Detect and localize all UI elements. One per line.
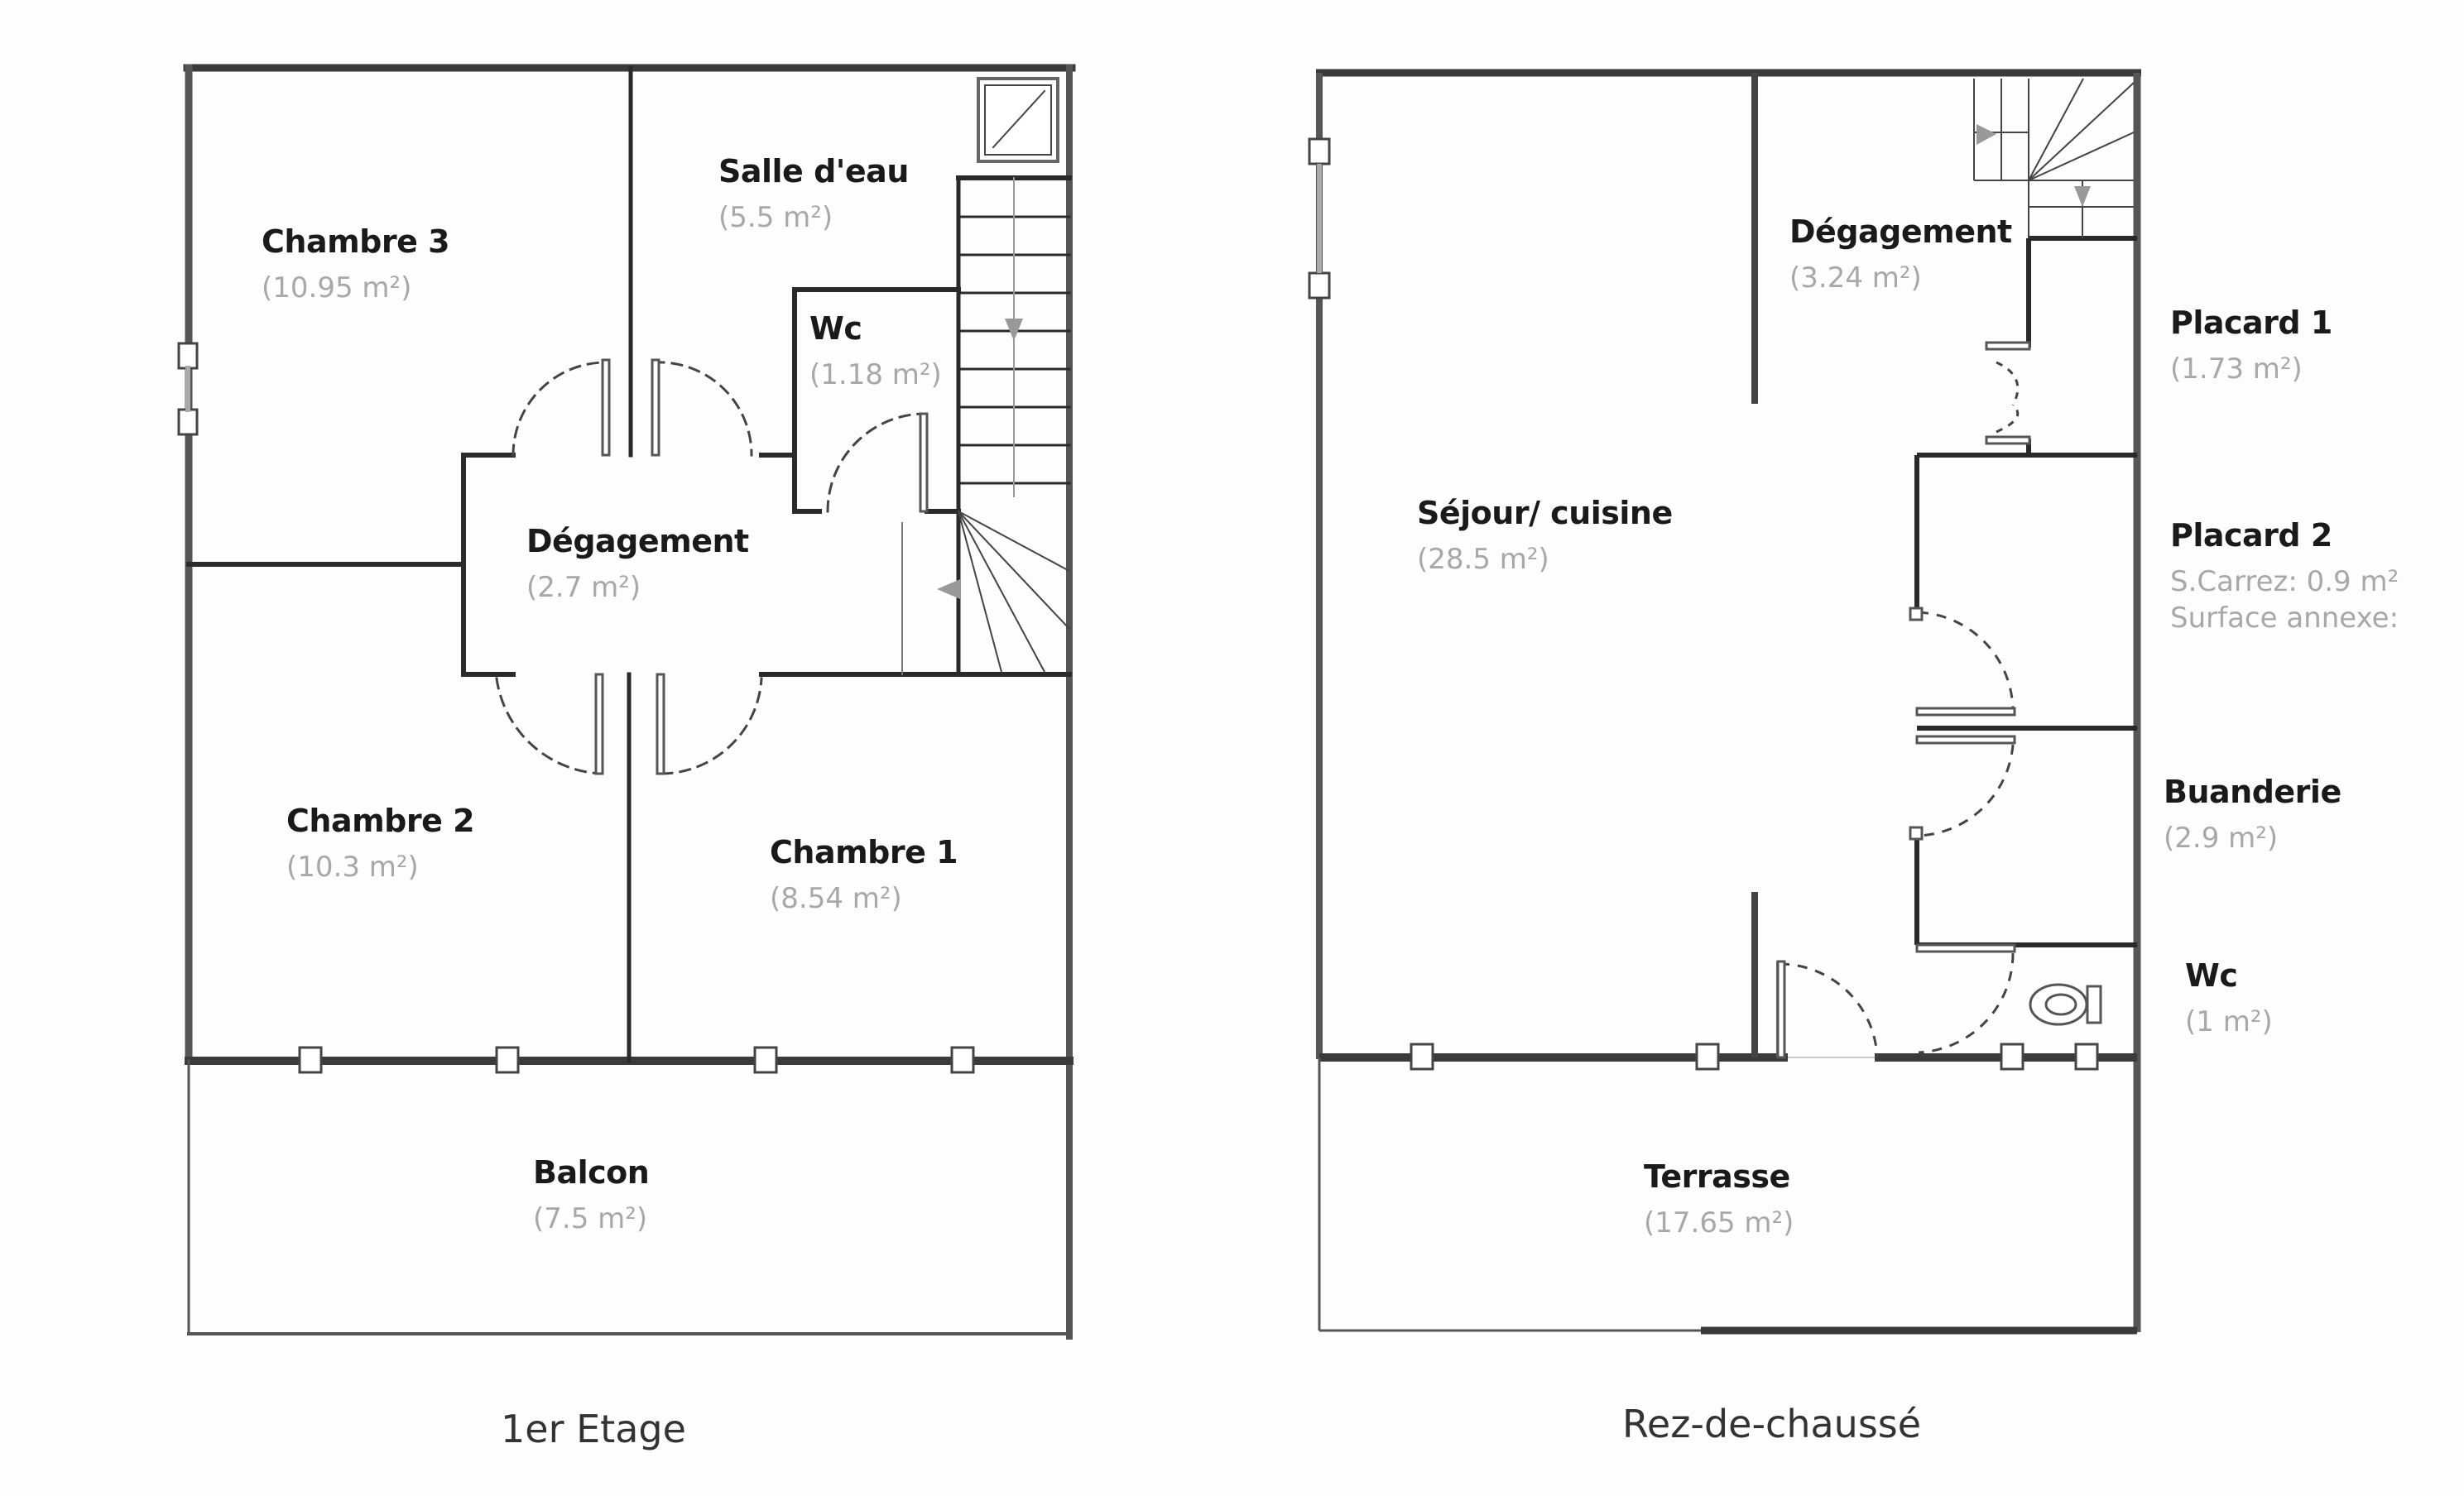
room-sejour-cuisine: Séjour/ cuisine (28.5 m²): [1417, 495, 1673, 576]
room-chambre-2: Chambre 2 (10.3 m²): [286, 803, 475, 884]
room-chambre-3: Chambre 3 (10.95 m²): [262, 223, 450, 304]
room-terrasse: Terrasse (17.65 m²): [1644, 1158, 1794, 1239]
floor-title-rez-de-chausse: Rez-de-chaussé: [1622, 1402, 1922, 1446]
room-chambre-1: Chambre 1 (8.54 m²): [770, 834, 958, 915]
room-wc-etage: Wc (1.18 m²): [809, 310, 942, 391]
room-balcon: Balcon (7.5 m²): [533, 1154, 650, 1235]
room-buanderie: Buanderie (2.9 m²): [2164, 774, 2342, 855]
room-salle-d-eau: Salle d'eau (5.5 m²): [718, 153, 909, 234]
room-placard-1: Placard 1 (1.73 m²): [2170, 304, 2332, 386]
plan-rez-de-chausse: [1308, 69, 2141, 1335]
room-placard-2: Placard 2 S.Carrez: 0.9 m² Surface annex…: [2170, 517, 2399, 635]
floor-title-1er-etage: 1er Etage: [501, 1407, 686, 1451]
plan-1er-etage: [177, 64, 1076, 1340]
room-degagement-etage: Dégagement (2.7 m²): [526, 523, 749, 604]
room-degagement-rdc: Dégagement (3.24 m²): [1789, 213, 2012, 295]
room-wc-rdc: Wc (1 m²): [2185, 957, 2273, 1038]
